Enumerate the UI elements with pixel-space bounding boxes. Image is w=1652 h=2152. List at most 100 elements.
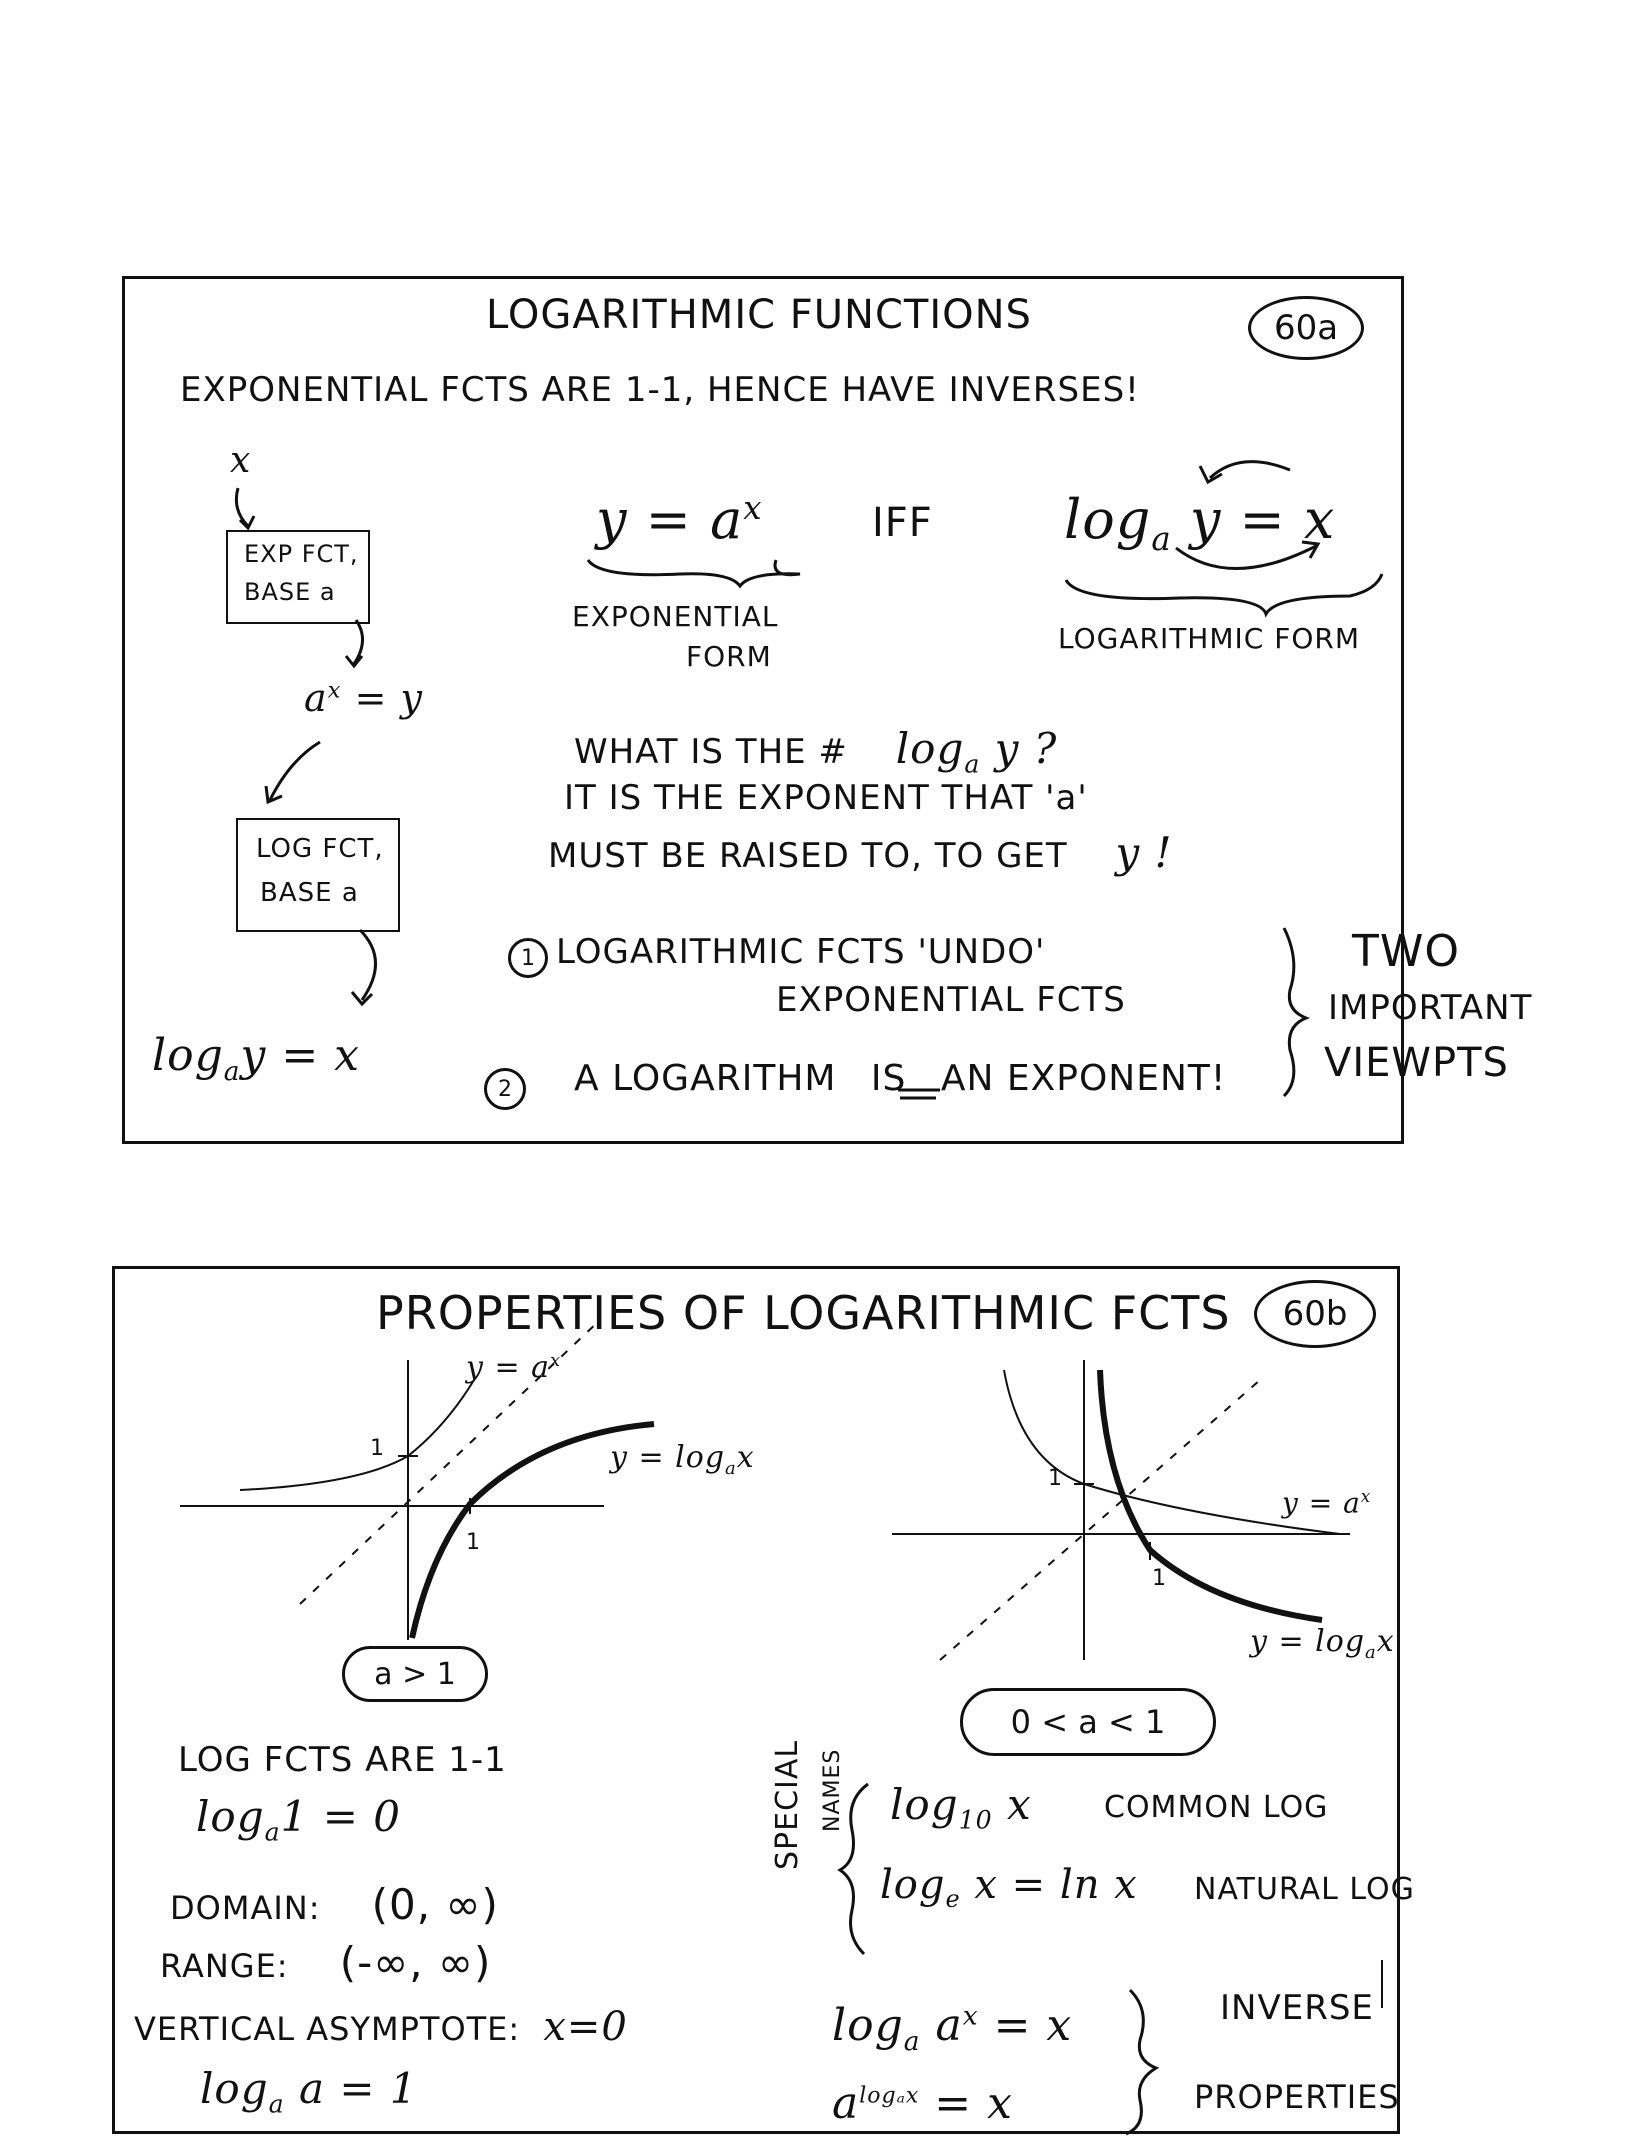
natural-log-name: NATURAL LOG xyxy=(1194,1872,1415,1907)
g1-log-base: a xyxy=(725,1458,737,1479)
exponential-form-label-2: FORM xyxy=(686,640,772,673)
common-log-x: x xyxy=(992,1780,1032,1829)
panel-b-page-badge: 60b xyxy=(1254,1280,1376,1348)
g2-log-text: y = log xyxy=(1250,1624,1366,1659)
flow-bottom-rest: y = x xyxy=(240,1030,360,1081)
exponential-form-label-1: EXPONENTIAL xyxy=(572,600,779,633)
side-note-line-1: TWO xyxy=(1352,926,1461,977)
q3-text: MUST BE RAISED TO, TO GET xyxy=(548,836,1068,876)
point-1-num: 1 xyxy=(521,945,535,971)
flow-mid-rest: = y xyxy=(341,676,423,720)
prop6-base: a xyxy=(268,2089,285,2119)
common-log-name: COMMON LOG xyxy=(1104,1790,1329,1825)
g2-log-base: a xyxy=(1365,1642,1377,1663)
g1-log-x: x xyxy=(736,1440,755,1475)
graph1-condition: a > 1 xyxy=(342,1646,488,1702)
graph2-exp-label: y = ax xyxy=(1282,1486,1371,1519)
inv2-a: a xyxy=(832,2078,860,2129)
common-log-log: log xyxy=(890,1780,959,1829)
point-1-line-1: LOGARITHMIC FCTS 'UNDO' xyxy=(556,932,1046,972)
prop-domain: DOMAIN: (0, ∞) xyxy=(170,1880,499,1929)
g2-exp-sup: x xyxy=(1360,1486,1372,1506)
q1-rest: y ? xyxy=(980,724,1058,773)
g1-log-text: y = log xyxy=(610,1440,726,1475)
range-label: RANGE: xyxy=(160,1947,289,1985)
panel-b-title: PROPERTIES OF LOGARITHMIC FCTS xyxy=(376,1286,1231,1340)
eq-log-base: a xyxy=(1151,519,1172,558)
prop2-rest: 1 = 0 xyxy=(280,1792,401,1841)
point-1-marker: 1 xyxy=(508,938,548,978)
inv1-a: a xyxy=(920,2000,963,2051)
exp-box-line1: EXP FCT, xyxy=(244,540,359,568)
side-note-line-2: IMPORTANT xyxy=(1328,988,1533,1028)
eq-log: log xyxy=(1064,488,1152,551)
point-2-text-a: A LOGARITHM xyxy=(574,1058,837,1099)
inv1-sup: x xyxy=(962,2000,979,2032)
common-log-expression: log10 x xyxy=(890,1780,1032,1834)
flow-mid-sup: x xyxy=(327,677,342,704)
asymptote-value: x=0 xyxy=(543,2004,628,2050)
common-log-base: 10 xyxy=(958,1805,993,1835)
q1-text: WHAT IS THE # xyxy=(574,732,848,772)
graph2-condition-text: 0 < a < 1 xyxy=(1010,1703,1166,1741)
inverse-property-1: loga ax = x xyxy=(832,2000,1072,2057)
natural-log-log: log xyxy=(880,1862,946,1908)
prop2-base: a xyxy=(264,1817,281,1847)
prop-log-a: loga a = 1 xyxy=(200,2064,418,2118)
question-line-1: WHAT IS THE # loga y ? xyxy=(574,724,1057,778)
logarithmic-form-equation: loga y = x xyxy=(1064,488,1335,558)
exp-fct-box: EXP FCT, BASE a xyxy=(226,530,370,624)
point-2-line: A LOGARITHM IS AN EXPONENT! xyxy=(574,1058,1226,1099)
point-2-text-b: AN EXPONENT! xyxy=(940,1058,1227,1099)
graph2-log-label: y = logax xyxy=(1250,1624,1395,1663)
natural-log-expression: loge x = ln x xyxy=(880,1862,1138,1913)
panel-a-page-badge: 60a xyxy=(1248,296,1364,360)
panel-a-title: LOGARITHMIC FUNCTIONS xyxy=(486,292,1032,338)
question-line-2: IT IS THE EXPONENT THAT 'a' xyxy=(564,778,1088,818)
graph1-log-label: y = logax xyxy=(610,1440,755,1479)
graph2-tick-x: 1 xyxy=(1152,1566,1167,1591)
prop-log-1: loga1 = 0 xyxy=(196,1792,401,1846)
point-2-marker: 2 xyxy=(484,1068,526,1110)
exponential-form-equation: y = ax xyxy=(596,488,763,551)
log-fct-box: LOG FCT, BASE a xyxy=(236,818,400,932)
flow-bottom-expression: logay = x xyxy=(152,1030,360,1087)
panel-logarithmic-functions xyxy=(122,276,1404,1144)
panel-b-page-badge-text: 60b xyxy=(1282,1294,1348,1334)
inv1-base: a xyxy=(903,2025,921,2057)
eq-exp-sup: x xyxy=(743,489,763,527)
graph2-tick-y: 1 xyxy=(1048,1466,1063,1491)
exp-box-line2: BASE a xyxy=(244,578,336,606)
log-box-line2: BASE a xyxy=(260,878,359,908)
flow-bottom-base: a xyxy=(223,1055,241,1087)
inv2-rest: = x xyxy=(919,2078,1013,2129)
side-note-line-3: VIEWPTS xyxy=(1324,1040,1509,1086)
q3-y: y ! xyxy=(1115,828,1173,877)
inv2-sup: logₐx xyxy=(859,2083,920,2109)
graph1-exp-label: y = ax xyxy=(466,1350,561,1385)
point-2-num: 2 xyxy=(498,1076,512,1102)
prop6-log: log xyxy=(200,2064,269,2113)
graph2-condition: 0 < a < 1 xyxy=(960,1688,1216,1756)
prop6-rest: a = 1 xyxy=(284,2064,418,2113)
eq-exp: y = a xyxy=(596,488,744,551)
natural-log-rest: x = ln x xyxy=(960,1862,1138,1908)
prop-one-to-one: LOG FCTS ARE 1-1 xyxy=(178,1740,507,1780)
graph1-tick-x: 1 xyxy=(466,1530,481,1555)
graph1-condition-text: a > 1 xyxy=(374,1656,456,1692)
prop-asymptote: VERTICAL ASYMPTOTE: x=0 xyxy=(134,2004,628,2050)
q1-log: log xyxy=(895,724,965,773)
flow-middle-expression: ax = y xyxy=(304,676,423,720)
log-box-line1: LOG FCT, xyxy=(256,834,384,864)
prop-range: RANGE: (-∞, ∞) xyxy=(160,1938,491,1987)
panel-a-intro: EXPONENTIAL FCTS ARE 1-1, HENCE HAVE INV… xyxy=(180,370,1140,410)
eq-log-rest: y = x xyxy=(1171,488,1336,551)
panel-a-page-badge-text: 60a xyxy=(1273,308,1339,348)
inv1-rest: = x xyxy=(978,2000,1073,2051)
g1-exp-sup: x xyxy=(550,1350,562,1371)
graph1-tick-y: 1 xyxy=(370,1436,385,1461)
inverse-label-1: INVERSE xyxy=(1220,1988,1374,2028)
